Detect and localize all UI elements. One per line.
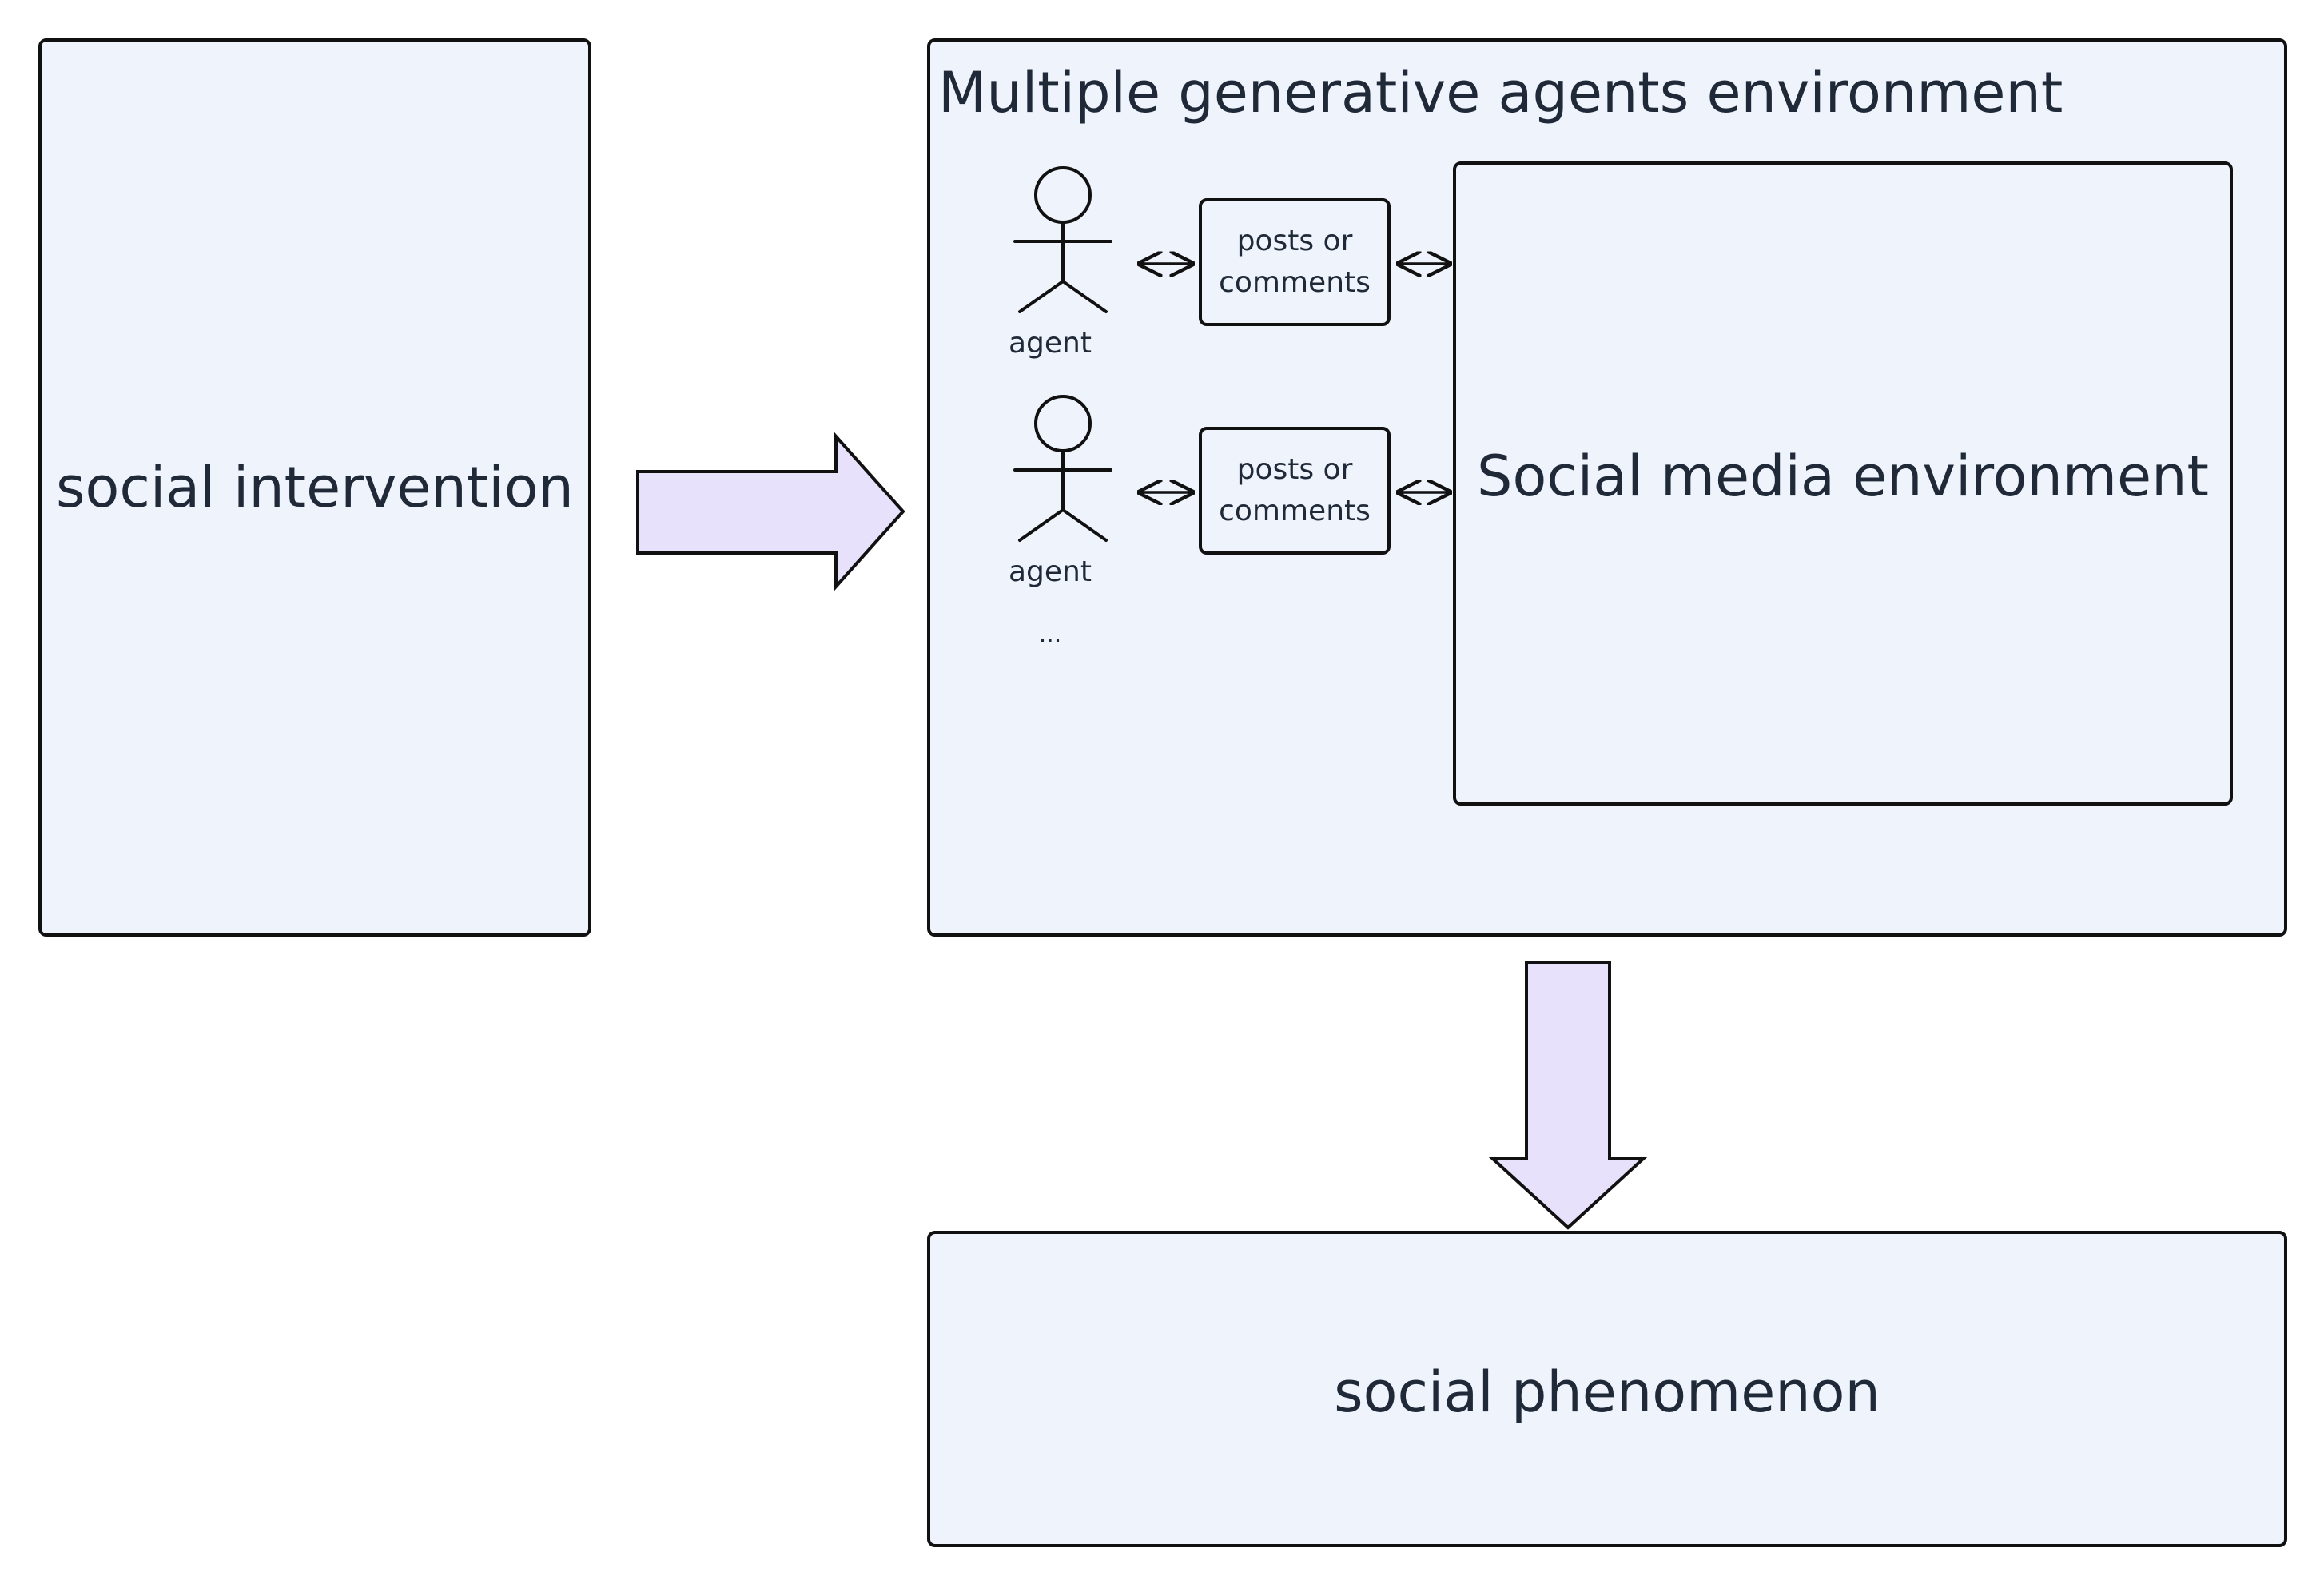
agent-icon: [1013, 395, 1112, 542]
posts-or-comments-label: posts or comments: [1219, 453, 1371, 527]
social-media-environment-label: Social media environment: [1477, 444, 2209, 509]
environment-title: Multiple generative agents environment: [938, 60, 2063, 125]
posts-or-comments-box: posts or comments: [1199, 427, 1391, 555]
social-phenomenon-box: social phenomenon: [927, 1231, 2287, 1547]
social-intervention-box: social intervention: [38, 38, 591, 937]
agent-label: agent: [1009, 327, 1092, 360]
agent-label: agent: [1009, 555, 1092, 588]
social-intervention-label: social intervention: [56, 455, 574, 520]
generative-agents-environment-box: Multiple generative agents environment: [927, 38, 2287, 937]
agent-figures-layer: [1013, 166, 2290, 542]
posts-or-comments-box: posts or comments: [1199, 198, 1391, 326]
more-agents-ellipsis: ...: [1038, 620, 1062, 648]
agent-icon: [1013, 166, 1112, 313]
posts-or-comments-label: posts or comments: [1219, 225, 1371, 299]
right-block-arrow: [636, 432, 905, 591]
down-block-arrow: [1488, 961, 1648, 1230]
social-media-environment-box: Social media environment: [1453, 161, 2233, 806]
social-phenomenon-label: social phenomenon: [1334, 1359, 1880, 1425]
